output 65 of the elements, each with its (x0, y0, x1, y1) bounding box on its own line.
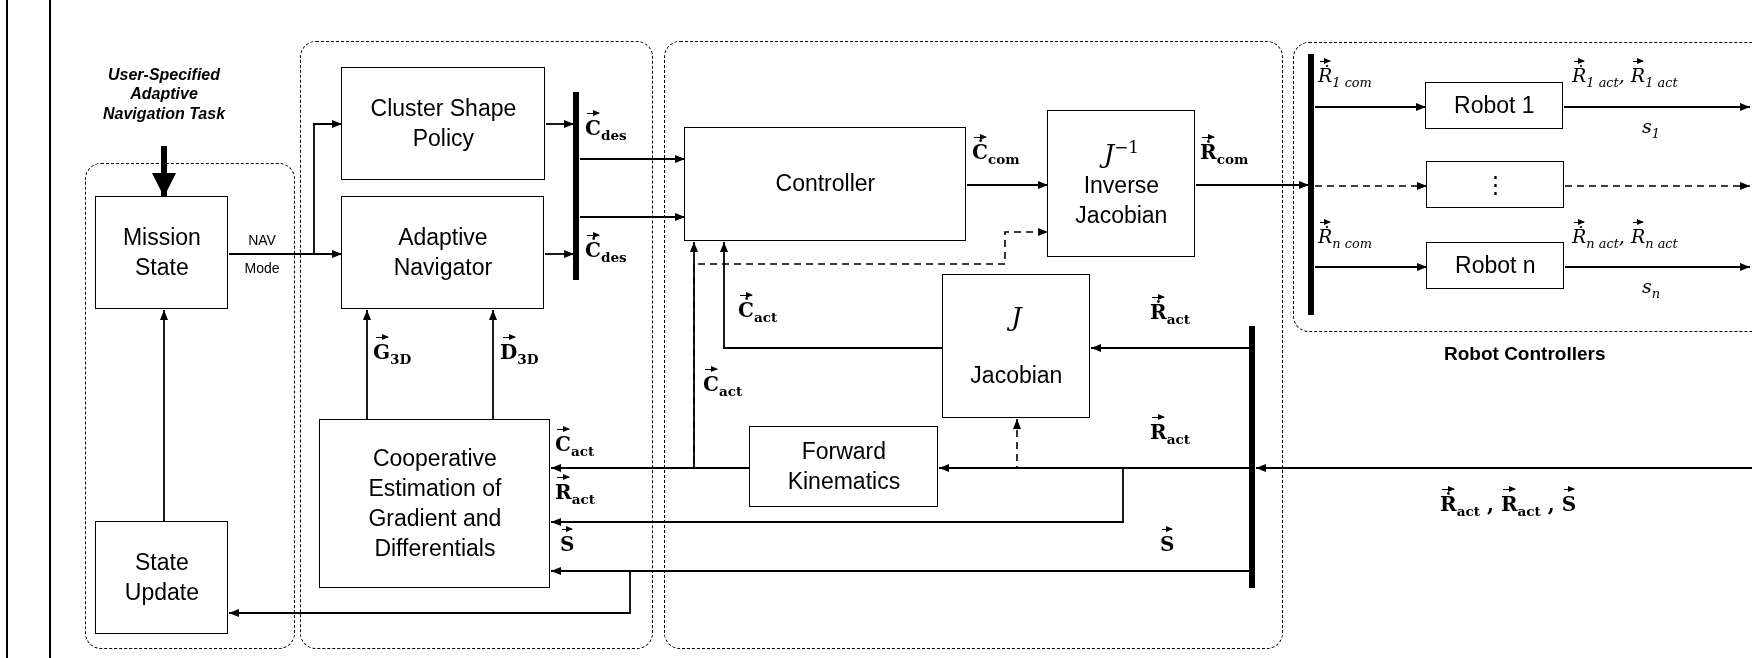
arrow (489, 309, 497, 421)
box-text: Jacobian (970, 361, 1063, 391)
group-frame (300, 41, 653, 649)
arrow (1255, 464, 1752, 472)
process-box (942, 274, 1091, 419)
arrow (1090, 344, 1251, 352)
arrow (363, 309, 371, 421)
process-box: Mission State (95, 196, 229, 310)
edge-label: Ṙ$_{n act}$, R$_{n act}$ (1572, 221, 1678, 253)
arrow (579, 155, 686, 163)
thick-arrow (152, 146, 176, 197)
arrow (160, 309, 168, 523)
edge-label: S (560, 528, 575, 557)
signal-label: S (1160, 528, 1175, 557)
edge-label: Ċ$_{des}$ (585, 234, 627, 267)
arrow (544, 250, 575, 258)
arrow (720, 241, 944, 349)
arrow (1195, 181, 1310, 189)
arrow (1314, 263, 1428, 271)
bus-bar (1249, 326, 1256, 589)
process-box: Forward Kinematics (749, 426, 939, 508)
edge-label: Ṙ$_{n com}$ (1318, 221, 1372, 253)
edge-label: Ṙ$_{act}$ (1150, 296, 1190, 329)
arrow (579, 213, 686, 221)
edge-label: R$_{act}$ (555, 476, 595, 509)
edge-label: Ṙ$_{1 act}$, R$_{1 act}$ (1572, 60, 1678, 92)
box-text: Inverse Jacobian (1074, 171, 1169, 231)
arrow (966, 181, 1049, 189)
process-box: Adaptive Navigator (341, 196, 545, 310)
arrow (228, 120, 343, 255)
edge-label: Ṙ$_{1 com}$ (1318, 60, 1372, 92)
edge-label: C$_{act}$ (703, 368, 743, 401)
process-box: Robot 1 (1425, 82, 1564, 130)
edge-label: NAV Mode (243, 231, 281, 278)
process-box (1047, 110, 1196, 258)
group-heading: Robot Controllers (1444, 343, 1606, 365)
dashed-arrow (693, 228, 1049, 469)
edge-label: C$_{des}$ (585, 112, 627, 145)
bus-bar (1308, 54, 1315, 316)
edge-label: Ċ$_{act}$ (738, 294, 778, 327)
process-box: Cluster Shape Policy (341, 67, 546, 181)
group-frame (664, 41, 1283, 649)
edge-label: R$_{act}$ (1150, 416, 1190, 449)
bus-bar (573, 92, 580, 281)
process-box: Cooperative Estimation of Gradient and Differentials (319, 419, 551, 589)
edge-label: D$_{3D}$ (500, 336, 539, 369)
process-box: Robot n (1426, 242, 1565, 290)
dashed-arrow (1314, 182, 1428, 190)
arrow (545, 120, 575, 128)
signal-label: s$_{1}$ (1642, 114, 1660, 143)
edge-label: Ṙ$_{com}$ (1200, 136, 1249, 169)
edge-label: C$_{act}$ (555, 428, 595, 461)
edge-label: G$_{3D}$ (373, 336, 412, 369)
arrow (1563, 103, 1751, 111)
edge-label: Ċ$_{com}$ (972, 136, 1020, 169)
process-box: Controller (684, 127, 967, 242)
task-text: User-Specified Adaptive Navigation Task (93, 42, 235, 146)
process-box: State Update (95, 521, 229, 635)
dashed-arrow (1564, 182, 1751, 190)
process-box: ⋮ (1426, 161, 1565, 209)
group-frame (85, 163, 295, 649)
arrow (1314, 103, 1427, 111)
arrow (1564, 263, 1751, 271)
signal-label: s$_{n}$ (1642, 274, 1661, 303)
edge-label: Ṙ$_{act}$ , R$_{act}$ , S (1440, 488, 1577, 521)
